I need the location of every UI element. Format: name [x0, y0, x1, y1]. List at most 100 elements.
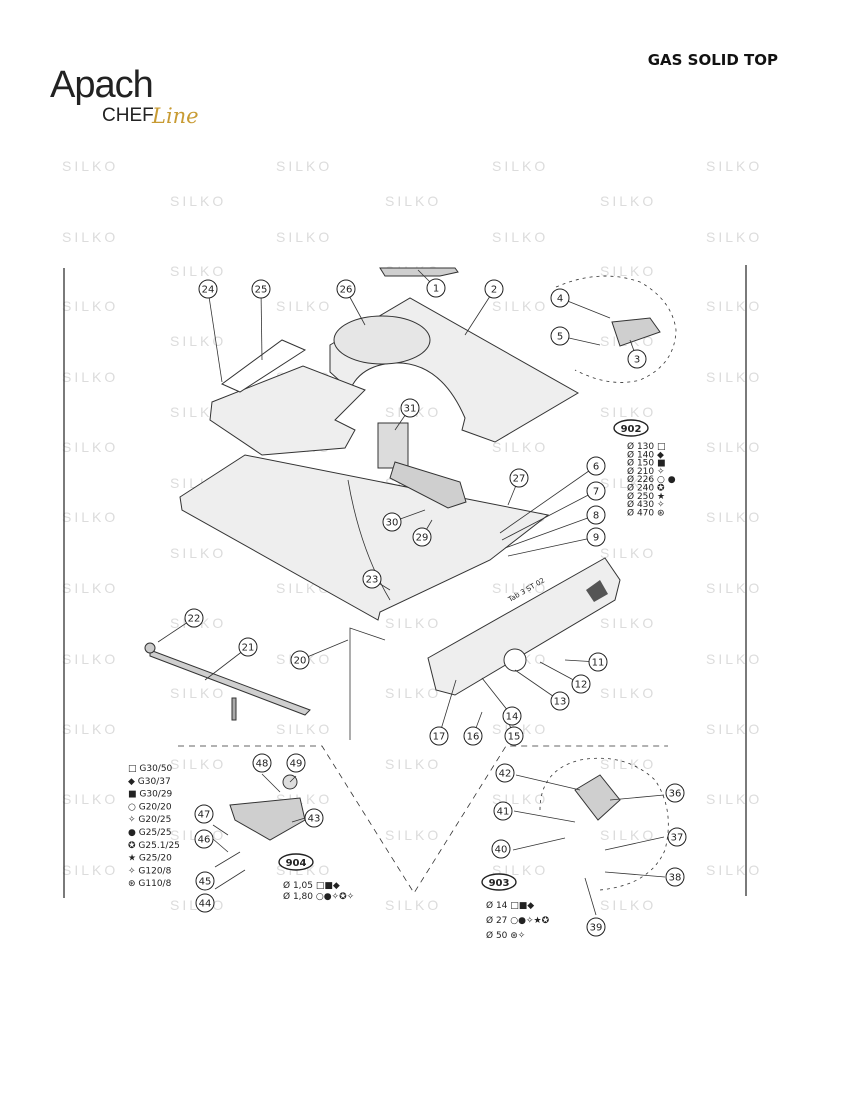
callout-38: 38: [665, 867, 685, 887]
orifice-903-row: Ø 50 ⊛✧: [486, 930, 526, 941]
callout-17: 17: [429, 726, 449, 746]
watermark-text: SILKO: [170, 685, 226, 701]
watermark-text: SILKO: [385, 756, 441, 772]
callout-21: 21: [238, 637, 258, 657]
callout-2: 2: [484, 279, 504, 299]
watermark-text: SILKO: [62, 580, 118, 596]
callout-37: 37: [667, 827, 687, 847]
watermark-text: SILKO: [385, 193, 441, 209]
callout-label: 2: [491, 285, 497, 296]
watermark-text: SILKO: [706, 158, 762, 174]
callout-label: 46: [198, 835, 211, 846]
watermark-text: SILKO: [385, 897, 441, 913]
watermark-text: SILKO: [276, 721, 332, 737]
watermark-text: SILKO: [706, 298, 762, 314]
watermark-text: SILKO: [600, 756, 656, 772]
watermark-text: SILKO: [62, 862, 118, 878]
part-burner-tube: [389, 461, 467, 509]
callout-label: 16: [467, 732, 480, 743]
leader-lines-pilot-detail: [512, 774, 666, 916]
orifice-902-row: Ø 240 ✪: [627, 483, 665, 494]
watermark-text: SILKO: [62, 298, 118, 314]
detail-circle-top-right: [555, 275, 677, 383]
part-solid-ring: [333, 315, 431, 365]
callout-label: 40: [495, 845, 508, 856]
detail-circle-bottom-right: [539, 757, 669, 891]
gas-legend-row: ✪ G25.1/25: [128, 841, 180, 851]
callout-11: 11: [588, 652, 608, 672]
callout-42: 42: [495, 763, 515, 783]
callout-27: 27: [509, 468, 529, 488]
callout-43: 43: [304, 808, 324, 828]
callout-25: 25: [251, 279, 271, 299]
part-thermocouple-line: [347, 479, 391, 601]
part-manifold: [149, 649, 311, 716]
watermark-text: SILKO: [706, 721, 762, 737]
watermark-text: SILKO: [385, 685, 441, 701]
watermark-text: SILKO: [706, 229, 762, 245]
orifice-902-row: Ø 210 ✧: [627, 466, 665, 477]
orifice-904-row: Ø 1,80 ○●✧✪✧: [283, 891, 355, 902]
part-manifold-outlet: [231, 697, 237, 721]
watermark-text: SILKO: [62, 369, 118, 385]
callout-24: 24: [198, 279, 218, 299]
watermark-text: SILKO: [706, 580, 762, 596]
callout-label: 17: [433, 732, 446, 743]
callout-label: 25: [255, 285, 268, 296]
orifice-903-row: Ø 14 □■◆: [486, 900, 534, 911]
callout-label: 44: [199, 899, 212, 910]
callout-label: 6: [593, 462, 599, 473]
gas-type-legend: □ G30/50◆ G30/37■ G30/29○ G20/20✧ G20/25…: [128, 764, 180, 889]
part-control-panel: [427, 557, 621, 696]
callout-label: 5: [557, 332, 563, 343]
watermark-text: SILKO: [706, 862, 762, 878]
callout-label: 24: [202, 285, 215, 296]
watermark-text: SILKO: [600, 193, 656, 209]
watermark-text: SILKO: [170, 756, 226, 772]
watermark-text: SILKO: [62, 721, 118, 737]
callout-label: 48: [256, 759, 269, 770]
ref-oval-904-label: 904: [286, 858, 307, 869]
watermark-text: SILKO: [492, 298, 548, 314]
callout-label: 7: [593, 487, 599, 498]
orifice-903-row: Ø 27 ○●✧★✪: [486, 915, 550, 926]
callout-label: 15: [508, 732, 521, 743]
callout-label: 3: [634, 355, 640, 366]
callout-39: 39: [586, 917, 606, 937]
callout-12: 12: [571, 674, 591, 694]
callout-label: 12: [575, 680, 588, 691]
gas-legend-row: ★ G25/20: [128, 854, 172, 864]
ref-oval-903: 903: [481, 873, 517, 891]
callout-label: 14: [506, 712, 519, 723]
watermark-text: SILKO: [706, 439, 762, 455]
gas-legend-row: ✧ G120/8: [128, 866, 172, 876]
watermark-text: SILKO: [385, 615, 441, 631]
callout-8: 8: [586, 505, 606, 525]
callout-label: 36: [669, 789, 682, 800]
callout-20: 20: [290, 650, 310, 670]
callout-label: 29: [416, 533, 429, 544]
orifice-table-904: Ø 1,05 □■◆Ø 1,80 ○●✧✪✧: [283, 880, 355, 902]
gas-legend-row: ○ G20/20: [128, 802, 172, 812]
watermark-text: SILKO: [170, 193, 226, 209]
logo-sub-text: CHEF: [102, 105, 154, 126]
part-pilot-burner: [574, 774, 621, 821]
orifice-902-row: Ø 250 ★: [627, 491, 665, 502]
callout-label: 13: [554, 697, 567, 708]
watermark-text: SILKO: [492, 580, 548, 596]
watermark-text: SILKO: [62, 791, 118, 807]
logo-main-text: Apach: [50, 64, 154, 106]
callout-44: 44: [195, 893, 215, 913]
callout-13: 13: [550, 691, 570, 711]
part-knob-dial: [503, 648, 527, 672]
watermark-text: SILKO: [276, 229, 332, 245]
leader-lines-valve-detail: [212, 773, 306, 890]
callout-40: 40: [491, 839, 511, 859]
watermark-text: SILKO: [600, 685, 656, 701]
part-handle-grip: [379, 267, 459, 277]
gas-legend-row: ● G25/25: [128, 828, 172, 838]
orifice-902-row: Ø 430 ✧: [627, 499, 665, 510]
callout-label: 31: [404, 404, 417, 415]
callout-label: 43: [308, 814, 321, 825]
